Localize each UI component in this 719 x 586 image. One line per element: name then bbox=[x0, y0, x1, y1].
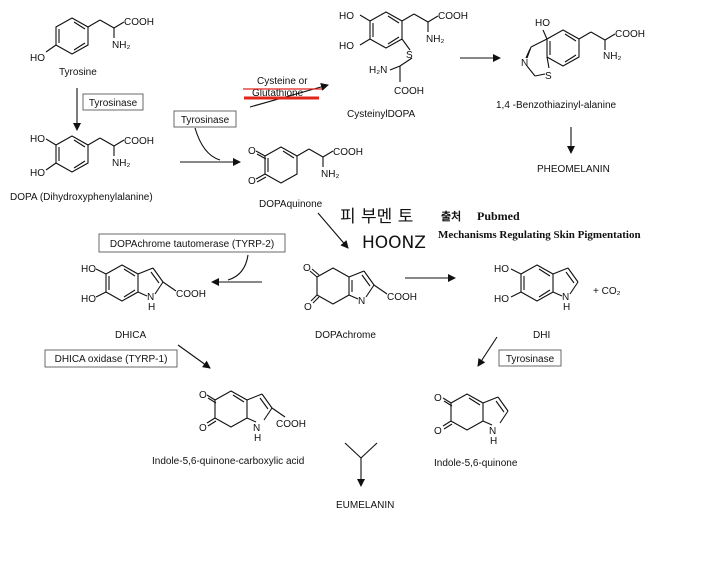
s-label: S bbox=[406, 50, 413, 61]
benzothiazinyl-structure: HO N S COOH NH₂ bbox=[521, 18, 645, 82]
h-label: H bbox=[148, 302, 155, 313]
o-label: O bbox=[248, 176, 256, 187]
indole-quinone-carboxylic-structure: O O N H COOH bbox=[199, 390, 306, 444]
tautomerase-curve-arrow bbox=[227, 254, 249, 281]
dhi-label: DHI bbox=[533, 330, 550, 341]
indole-quinone-carboxylic-label: Indole-5,6-quinone-carboxylic acid bbox=[152, 456, 304, 467]
ho-label: HO bbox=[81, 294, 96, 305]
cooh-label: COOH bbox=[176, 289, 206, 300]
dopaquinone-structure: COOH NH₂ O O bbox=[248, 146, 363, 187]
cysteinyldopa-label: CysteinylDOPA bbox=[347, 109, 415, 120]
nh2-label: NH₂ bbox=[426, 34, 444, 45]
arrow-to-indole-quinone bbox=[477, 336, 498, 367]
tautomerase-label: DOPAchrome tautomerase (TYRP-2) bbox=[110, 239, 274, 250]
ho-label: HO bbox=[494, 294, 509, 305]
dopa-label: DOPA (Dihydroxyphenylalanine) bbox=[10, 192, 153, 203]
dhica-oxidase-box bbox=[44, 349, 178, 368]
o-label: O bbox=[304, 302, 312, 313]
cooh-label: COOH bbox=[333, 147, 363, 158]
ho-label: HO bbox=[535, 18, 550, 29]
n-label: N bbox=[489, 426, 496, 437]
indole-quinone-label: Indole-5,6-quinone bbox=[434, 458, 518, 469]
o-label: O bbox=[199, 390, 207, 401]
eumelanin-merge-arrow bbox=[344, 442, 378, 487]
tyrosinase-box-1 bbox=[82, 93, 144, 111]
tyrosinase-curve-arrow bbox=[194, 127, 221, 161]
cooh-label: COOH bbox=[615, 29, 645, 40]
o-label: O bbox=[248, 146, 256, 157]
tyrosinase-box-2 bbox=[173, 110, 237, 128]
tautomerase-box bbox=[98, 233, 286, 253]
arrow-to-indole-quinone-carboxylic bbox=[177, 344, 211, 369]
dhica-oxidase-label: DHICA oxidase (TYRP-1) bbox=[55, 354, 168, 365]
h-label: H bbox=[490, 436, 497, 447]
tyrosinase-label-3: Tyrosinase bbox=[506, 354, 555, 365]
dhi-structure: HO HO N H + CO₂ bbox=[494, 264, 621, 313]
watermark-pubmed: Pubmed bbox=[477, 209, 520, 223]
h2n-label: H₂N bbox=[369, 65, 387, 76]
dopachrome-label: DOPAchrome bbox=[315, 330, 376, 341]
cooh-label: COOH bbox=[387, 292, 417, 303]
arrow-to-dopachrome bbox=[317, 212, 349, 249]
cysteine-label: Cysteine or bbox=[257, 76, 308, 87]
nh2-label: NH₂ bbox=[603, 51, 621, 62]
n-label: N bbox=[147, 292, 154, 303]
h-label: H bbox=[254, 433, 261, 444]
tyrosine-structure: COOH NH₂ HO bbox=[30, 17, 154, 64]
cooh-label: COOH bbox=[276, 419, 306, 430]
dopachrome-structure: O O N COOH bbox=[303, 263, 417, 313]
nh2-label: NH₂ bbox=[112, 40, 130, 51]
cooh-label: COOH bbox=[438, 11, 468, 22]
dopa-structure: COOH NH₂ HO HO bbox=[30, 134, 154, 179]
benzothiazinyl-label: 1,4 -Benzothiazinyl-alanine bbox=[496, 100, 617, 111]
dhica-label: DHICA bbox=[115, 330, 146, 341]
nh2-label: NH₂ bbox=[321, 169, 339, 180]
cooh-label: COOH bbox=[394, 86, 424, 97]
tyrosinase-label-2: Tyrosinase bbox=[181, 115, 230, 126]
h-label: H bbox=[563, 302, 570, 313]
o-label: O bbox=[303, 263, 311, 274]
pheomelanin-label: PHEOMELANIN bbox=[537, 164, 610, 175]
watermark-korean: 피 부멘 토 bbox=[340, 207, 413, 227]
dhica-structure: HO HO N H COOH bbox=[81, 264, 206, 313]
co2-label: + CO₂ bbox=[593, 286, 621, 297]
n-label: N bbox=[521, 58, 528, 69]
glutathione-label: Glutathione bbox=[252, 88, 304, 99]
ho-label: HO bbox=[30, 134, 45, 145]
ho-label: HO bbox=[81, 264, 96, 275]
tyrosinase-label-1: Tyrosinase bbox=[89, 98, 138, 109]
ho-label: HO bbox=[339, 41, 354, 52]
ho-label: HO bbox=[30, 168, 45, 179]
s-label: S bbox=[545, 71, 552, 82]
n-label: N bbox=[253, 423, 260, 434]
n-label: N bbox=[358, 296, 365, 307]
n-label: N bbox=[562, 292, 569, 303]
watermark-title: Mechanisms Regulating Skin Pigmentation bbox=[438, 229, 641, 241]
cooh-label: COOH bbox=[124, 17, 154, 28]
o-label: O bbox=[434, 426, 442, 437]
watermark-source-label: 출처 bbox=[441, 209, 461, 223]
watermark-hoonz: HOONZ bbox=[362, 233, 426, 253]
indole-quinone-structure: O O N H bbox=[434, 393, 509, 447]
o-label: O bbox=[434, 393, 442, 404]
cooh-label: COOH bbox=[124, 136, 154, 147]
ho-label: HO bbox=[339, 11, 354, 22]
ho-label: HO bbox=[494, 264, 509, 275]
eumelanin-label: EUMELANIN bbox=[336, 500, 394, 511]
nh2-label: NH₂ bbox=[112, 158, 130, 169]
tyrosine-label: Tyrosine bbox=[59, 67, 97, 78]
o-label: O bbox=[199, 423, 207, 434]
ho-label: HO bbox=[30, 53, 45, 64]
tyrosinase-box-3 bbox=[498, 349, 562, 367]
cysteinyldopa-structure: COOH NH₂ HO HO S H₂N COOH bbox=[339, 11, 468, 97]
dopaquinone-label: DOPAquinone bbox=[259, 199, 323, 210]
